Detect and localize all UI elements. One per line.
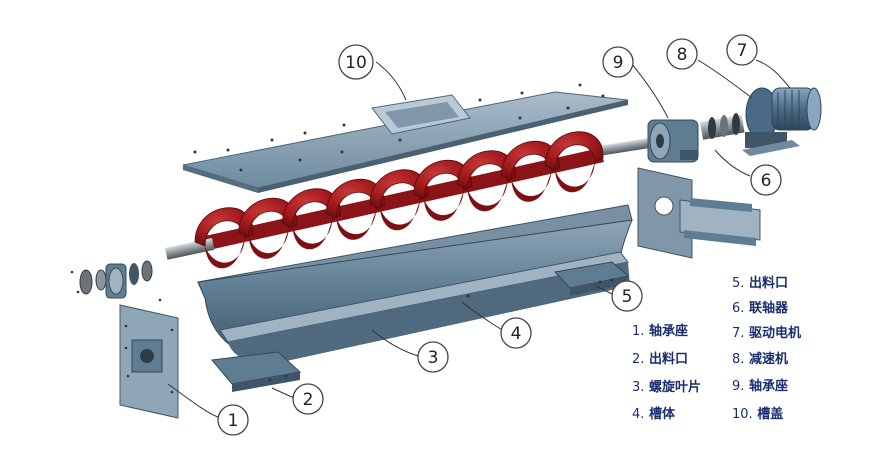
callout-circle-9	[602, 46, 634, 78]
screw-flight	[238, 197, 298, 238]
trough-cover	[182, 83, 629, 193]
callout-number-1: 1	[228, 411, 239, 431]
legend-item-3: 3. 螺旋叶片	[632, 380, 701, 395]
right-bearing-housing	[647, 119, 699, 163]
left-bearing-assembly	[70, 260, 179, 419]
screw-flight-underside	[380, 200, 420, 231]
screw-flight	[500, 140, 560, 181]
callout-number-4: 4	[511, 324, 522, 344]
callout-number-10: 10	[345, 53, 367, 73]
callout-number-6: 6	[761, 171, 772, 191]
reducer	[742, 87, 800, 156]
callout-circle-1	[217, 404, 249, 436]
screw-flight	[369, 169, 429, 209]
legend-item-7: 7. 驱动电机	[732, 326, 801, 341]
screw-flight	[194, 207, 254, 247]
drive-assembly	[592, 87, 822, 163]
screw-flight-underside	[467, 181, 508, 212]
callout-number-3: 3	[428, 348, 439, 368]
legend-item-5: 5. 出料口	[732, 276, 788, 291]
callout-circle-4	[500, 317, 532, 349]
callout-number-2: 2	[303, 390, 314, 410]
callout-circle-3	[417, 341, 449, 373]
callout-circle-8	[666, 38, 698, 70]
coupling	[700, 113, 745, 140]
screw-flight	[282, 188, 341, 228]
screw-flight-underside	[555, 162, 595, 193]
callout-number-5: 5	[622, 287, 633, 307]
callout-circle-2	[292, 383, 324, 415]
screw-flight-underside	[205, 238, 245, 269]
screw-flight	[544, 131, 604, 171]
screw-flight-underside	[248, 228, 289, 259]
screw-flight-underside	[511, 171, 552, 202]
screw-flight	[325, 178, 385, 219]
screw-flight-underside	[423, 190, 464, 221]
callout-number-9: 9	[613, 53, 624, 73]
callout-number-8: 8	[677, 45, 688, 65]
right-end-plate	[637, 167, 761, 259]
callout-circle-7	[726, 34, 758, 66]
legend-item-10: 10. 槽盖	[732, 407, 784, 422]
screw-flight	[457, 150, 516, 190]
screw-flight-underside	[292, 219, 333, 250]
callouts	[167, 59, 791, 419]
legend-item-1: 1. 轴承座	[632, 324, 688, 339]
callout-circle-10	[338, 44, 374, 80]
screw-flight-underside	[336, 209, 377, 240]
trough	[197, 204, 633, 392]
screw-assembly	[165, 131, 604, 269]
drive-motor	[771, 87, 822, 131]
callout-circle-5	[611, 280, 643, 312]
screw-flight	[413, 159, 473, 200]
legend-item-8: 8. 减速机	[732, 352, 788, 367]
legend-item-4: 4. 槽体	[632, 407, 675, 422]
legend-item-6: 6. 联轴器	[732, 301, 788, 316]
callout-badges: 1 2 3 4 5 6 7 8 9 10	[217, 34, 782, 436]
legend-item-9: 9. 轴承座	[732, 379, 788, 394]
callout-number-7: 7	[737, 41, 748, 61]
callout-circle-6	[750, 164, 782, 196]
legend-item-2: 2. 出料口	[632, 352, 688, 367]
